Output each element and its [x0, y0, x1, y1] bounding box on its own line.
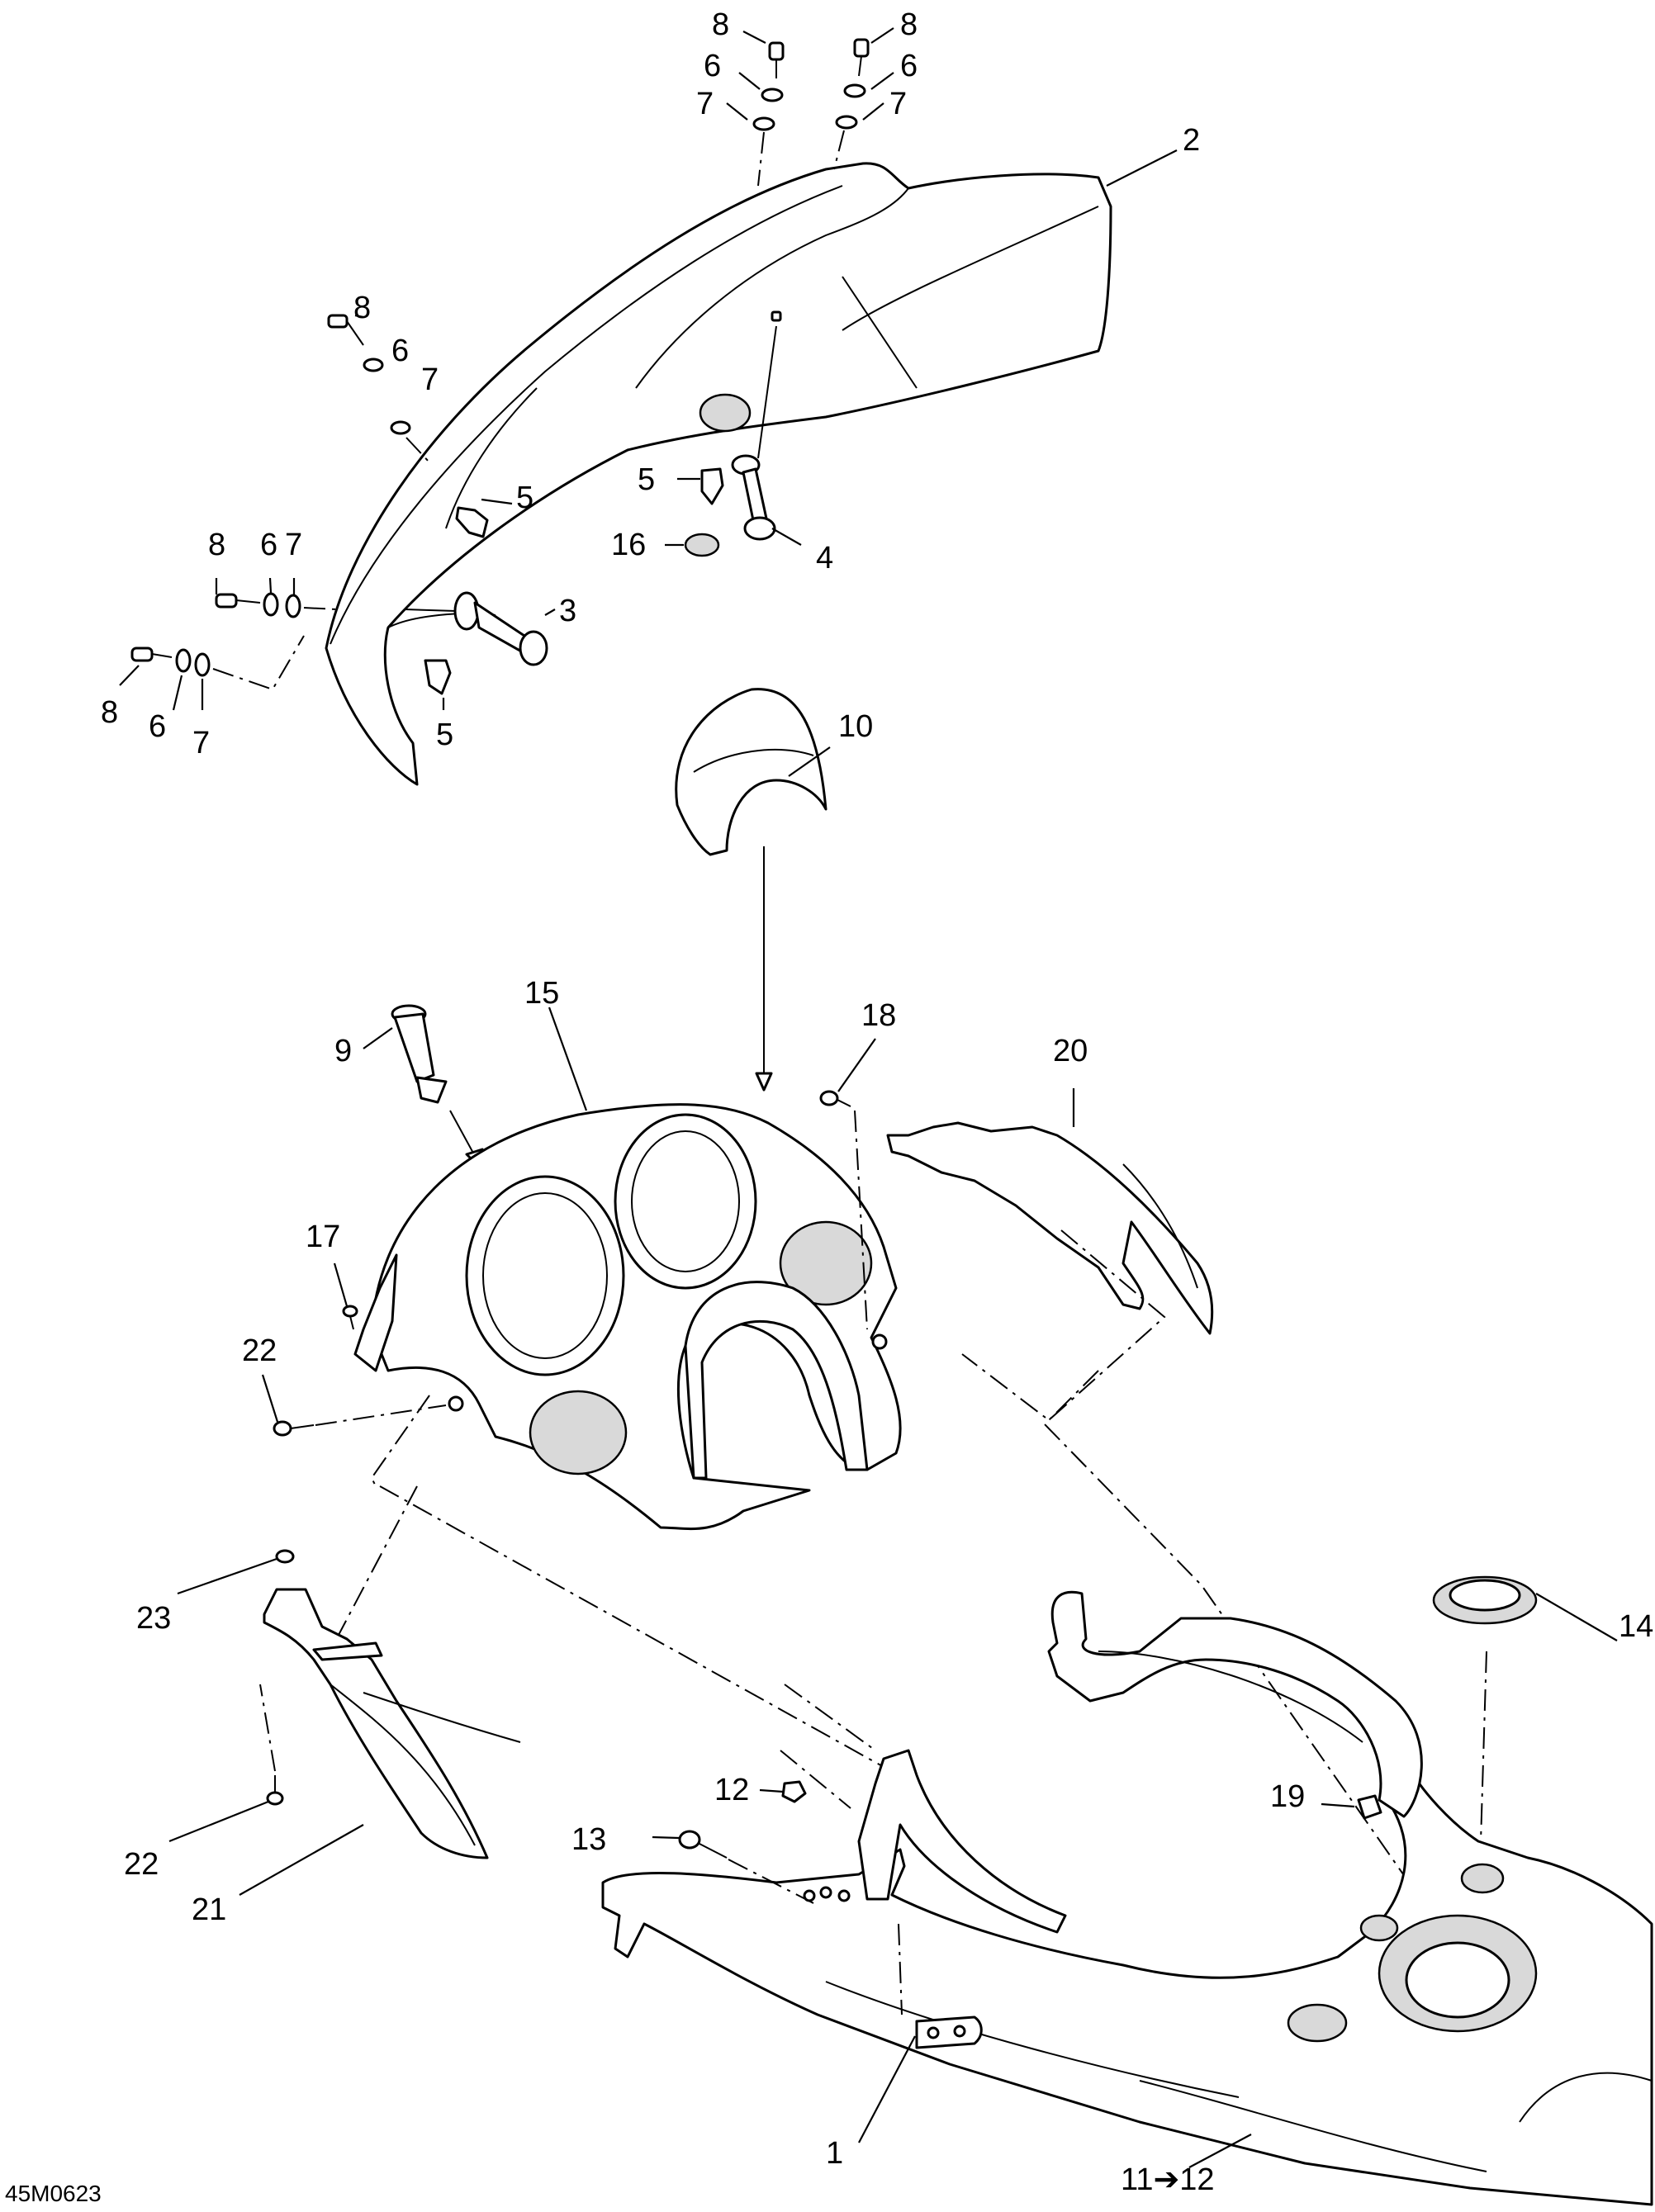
top-right-hardware-stack: [833, 38, 870, 170]
latch-assembly-part-3: [404, 591, 548, 666]
callout-5: 5: [516, 481, 533, 515]
callout-20: 20: [1053, 1034, 1088, 1068]
grommet-part-16: [684, 533, 720, 557]
left-lower-hardware-stack: [130, 635, 305, 691]
cap-part-10: [675, 688, 828, 1092]
screw-part-13: [678, 1830, 814, 1904]
washer-part-23: [275, 1549, 295, 1564]
top-left-hardware-stack: [752, 41, 785, 187]
callout-7: 7: [889, 87, 907, 121]
callout-6: 6: [704, 49, 721, 83]
callout-7: 7: [421, 362, 439, 397]
callout-15: 15: [524, 976, 559, 1011]
callout-4: 4: [816, 541, 833, 575]
callout-10: 10: [838, 709, 873, 744]
callout-16: 16: [611, 528, 646, 562]
ring-part-14: [1432, 1575, 1538, 1625]
callout-3: 3: [559, 594, 576, 628]
callout-14: 14: [1619, 1609, 1653, 1644]
left-middle-hardware-stack: [215, 592, 338, 618]
drawing-code: 45M0623: [5, 2181, 102, 2206]
callout-5: 5: [638, 462, 655, 497]
instrument-panel-part-15: [353, 1103, 902, 1531]
screw-part-17: [342, 1305, 358, 1330]
left-upper-hardware-stack: [327, 314, 430, 463]
callout-9: 9: [334, 1034, 352, 1068]
callout-8: 8: [208, 528, 225, 562]
clip-part-19: [1357, 1794, 1382, 1820]
side-panel-part-20: [886, 1121, 1214, 1422]
screw-part-22-upper: [273, 1404, 447, 1437]
callout-7: 7: [696, 87, 714, 121]
callout-23: 23: [136, 1601, 171, 1636]
side-trim-part-21: [263, 1588, 521, 1859]
latch-assembly-part-4: [731, 310, 782, 541]
bracket-part-1: [898, 1923, 983, 2049]
callout-11-to-12: 11➔12: [1121, 2162, 1215, 2197]
callout-12: 12: [714, 1773, 749, 1807]
push-rivet-fasteners: [424, 467, 724, 695]
callout-6: 6: [260, 528, 277, 562]
clip-part-12: [780, 1750, 851, 1809]
callout-7: 7: [192, 726, 210, 760]
callout-labels: 8 6 7 8 6 7 2 8 6 7 5 5 4 16 8 6 7 3 8 6…: [5, 7, 1653, 2206]
callout-21: 21: [192, 1892, 226, 1927]
screw-part-18: [819, 1090, 868, 1330]
callout-6: 6: [391, 334, 409, 368]
callout-2: 2: [1183, 123, 1200, 158]
callout-13: 13: [571, 1822, 606, 1857]
callout-22: 22: [124, 1847, 159, 1882]
lower-body-part-11: [601, 1590, 1653, 2206]
callout-5: 5: [436, 718, 453, 752]
callout-7: 7: [285, 528, 302, 562]
callout-19: 19: [1270, 1779, 1305, 1814]
callout-8: 8: [712, 7, 729, 42]
callout-6: 6: [900, 49, 918, 83]
callout-17: 17: [306, 1220, 340, 1254]
callout-22: 22: [242, 1333, 277, 1368]
leader-lines: [119, 27, 1618, 2168]
callout-18: 18: [861, 998, 896, 1033]
screw-part-22-lower: [259, 1684, 284, 1806]
callout-8: 8: [353, 291, 371, 325]
callout-8: 8: [900, 7, 918, 42]
callout-1: 1: [826, 2136, 843, 2171]
callout-8: 8: [101, 695, 118, 730]
socket-part-9: [391, 1004, 484, 1170]
callout-6: 6: [149, 709, 166, 744]
assembly-lines: [338, 1370, 1487, 1925]
